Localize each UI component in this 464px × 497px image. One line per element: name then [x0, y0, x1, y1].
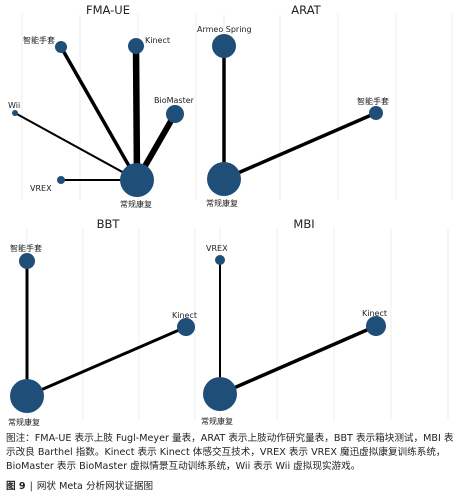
panel-arat: ARAT Armeo Spring 智能手套 常规康复 [197, 3, 453, 208]
node-biomaster [166, 105, 184, 123]
network-figure: FMA-UE 智能手套 Kinect Wii BioMaster VREX 常规… [8, 3, 453, 427]
label-changgui: 常规康复 [8, 417, 40, 427]
panel-fma-ue-title: FMA-UE [86, 3, 130, 17]
label-changgui: 常规康复 [206, 198, 238, 208]
panel-bbt-labels: 智能手套 Kinect 常规康复 [8, 243, 197, 427]
panel-bbt: BBT 智能手套 Kinect 常规康复 [8, 217, 197, 427]
node-wii [12, 110, 18, 116]
node-kinect [128, 38, 144, 54]
panel-bbt-grid [26, 228, 196, 420]
edge-zhineng-changgui [59, 45, 139, 182]
panel-fma-ue: FMA-UE 智能手套 Kinect Wii BioMaster VREX 常规… [8, 3, 197, 209]
label-vrex: VREX [206, 244, 228, 253]
edge-wii-changgui [14, 112, 138, 181]
node-kinect [177, 318, 195, 336]
panel-mbi-title: MBI [293, 217, 314, 231]
label-kinect: Kinect [172, 311, 197, 320]
panel-fma-ue-nodes [12, 38, 184, 197]
panel-arat-nodes [207, 34, 383, 196]
label-kinect: Kinect [145, 36, 170, 45]
panel-bbt-nodes [10, 253, 195, 413]
node-zhineng [55, 41, 67, 53]
panel-mbi-labels: VREX Kinect 常规康复 [201, 244, 387, 426]
panel-mbi-nodes [203, 255, 386, 411]
panel-arat-labels: Armeo Spring 智能手套 常规康复 [197, 25, 389, 208]
label-kinect: Kinect [362, 309, 387, 318]
panel-arat-edges [222, 44, 378, 181]
panel-mbi-grid [219, 228, 449, 420]
figure-title-separator: | [29, 481, 33, 492]
figure-caption: 图注：FMA-UE 表示上肢 Fugl-Meyer 量表，ARAT 表示上肢动作… [6, 433, 454, 472]
panel-fma-ue-edges [14, 42, 178, 184]
label-changgui: 常规康复 [120, 199, 152, 209]
label-zhineng: 智能手套 [357, 96, 389, 106]
panel-fma-ue-labels: 智能手套 Kinect Wii BioMaster VREX 常规康复 [8, 35, 195, 209]
edge-kinect-changgui [132, 42, 141, 184]
node-changgui [207, 162, 241, 196]
label-zhineng: 智能手套 [10, 243, 42, 253]
node-changgui [203, 377, 237, 411]
label-wii: Wii [8, 101, 20, 110]
edge-kinect-changgui [25, 325, 188, 398]
node-vrex [57, 176, 65, 184]
figure-number: 图 9 [6, 481, 26, 492]
panel-mbi: MBI VREX Kinect 常规康复 [201, 217, 449, 426]
panel-arat-title: ARAT [291, 3, 321, 17]
label-changgui: 常规康复 [201, 416, 233, 426]
node-kinect [366, 316, 386, 336]
panel-arat-grid [223, 14, 453, 200]
figure-title-text: 网状 Meta 分析网状证据图 [36, 481, 154, 492]
label-armeo: Armeo Spring [197, 25, 252, 34]
node-zhineng [369, 106, 383, 120]
label-zhineng: 智能手套 [23, 35, 55, 45]
node-changgui [120, 163, 154, 197]
figure-title: 图 9|网状 Meta 分析网状证据图 [6, 478, 153, 492]
edge-kinect-changgui [218, 324, 378, 396]
node-zhineng [19, 253, 35, 269]
label-vrex: VREX [30, 184, 52, 193]
edge-zhineng-changgui [222, 111, 378, 181]
panel-mbi-edges [218, 259, 378, 396]
panel-bbt-title: BBT [97, 217, 121, 231]
panel-bbt-edges [25, 259, 188, 398]
node-vrex [215, 255, 225, 265]
node-armeo [212, 34, 236, 58]
label-biomaster: BioMaster [154, 96, 195, 105]
node-changgui [10, 379, 44, 413]
